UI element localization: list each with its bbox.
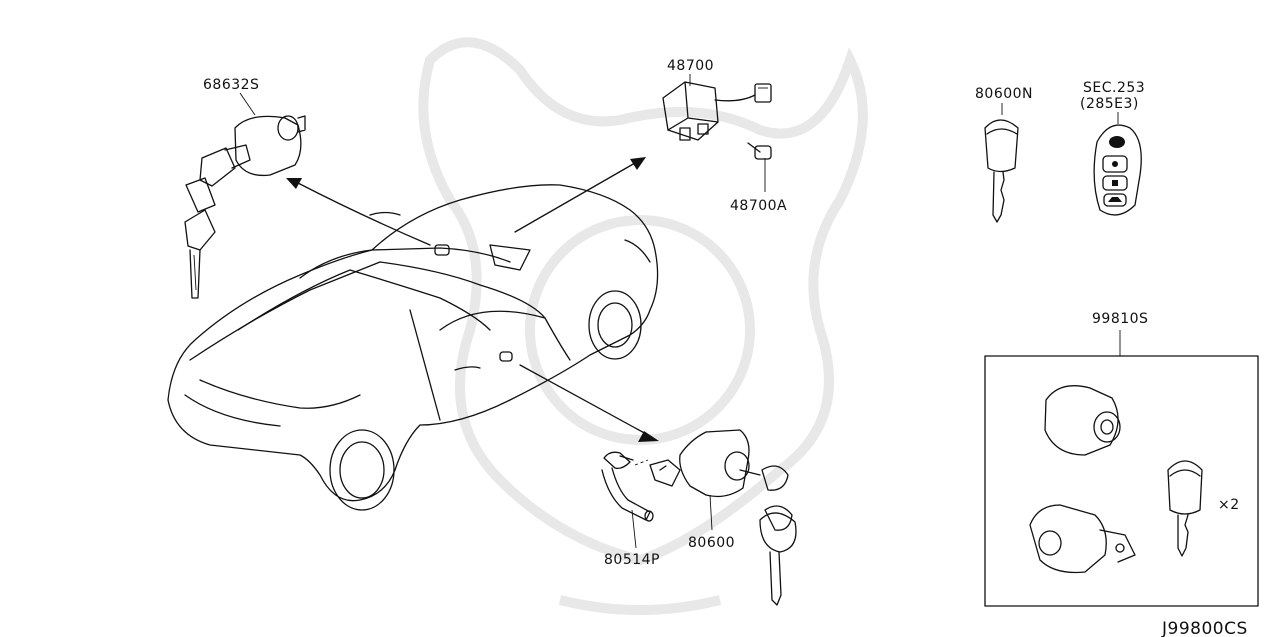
label-80600n: 80600N [975,86,1033,102]
label-48700a: 48700A [730,198,787,214]
watermark-logo [418,37,868,615]
ignition-module-48700 [662,81,772,141]
label-285e3: (285E3) [1080,96,1139,112]
kit-box-99810s [984,330,1259,607]
label-80514p: 80514P [604,552,660,568]
label-68632s: 68632S [203,77,259,93]
intelligent-key-fob [1093,124,1142,216]
trunk-lock-cylinder-68632s [184,115,306,299]
rod-80514p [601,451,654,522]
door-lock-cylinder-80600 [649,429,797,606]
label-80600: 80600 [688,535,735,551]
screw-48700a [747,142,772,192]
part-labels: 68632S 48700 48700A 80600N SEC.253 (285E… [203,58,1248,637]
label-48700: 48700 [667,58,714,74]
label-sec-253: SEC.253 [1083,80,1145,96]
car-illustration [167,184,659,511]
leader-arrows [286,157,659,442]
key-80600n [984,119,1019,223]
label-quantity-x2: ×2 [1218,497,1240,513]
label-99810s: 99810S [1092,311,1148,327]
diagram-id: J99800CS [1161,619,1248,637]
